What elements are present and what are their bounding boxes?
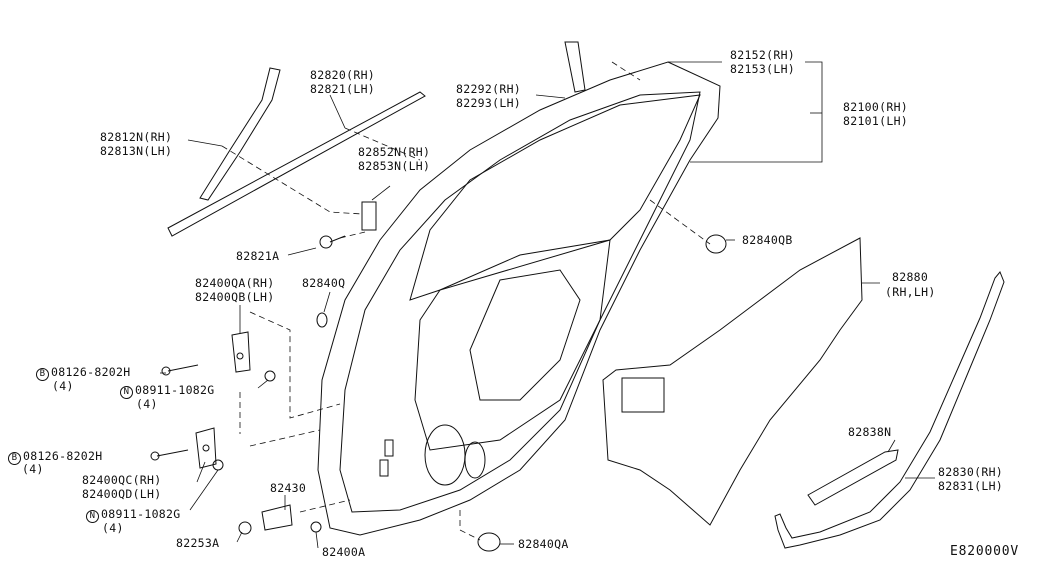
label-82812n: 82812N(RH)	[100, 130, 173, 144]
label-82852n: 82852N(RH)	[358, 145, 431, 159]
label-bolt-lower-qty: (4)	[22, 462, 44, 476]
label-82840qa: 82840QA	[518, 537, 569, 551]
diagram-reference-code: E820000V	[950, 544, 1020, 559]
label-82153: 82153(LH)	[730, 62, 796, 76]
nut-badge-n: N	[86, 510, 99, 523]
label-82430: 82430	[270, 481, 307, 495]
bolt-lower-part: 08126-8202H	[23, 449, 103, 463]
waterproof-sheet	[602, 237, 863, 526]
label-82293: 82293(LH)	[456, 96, 522, 110]
label-nut-lower-qty: (4)	[102, 521, 124, 535]
label-82400qb: 82400QB(LH)	[195, 290, 275, 304]
label-82821: 82821(LH)	[310, 82, 376, 96]
label-82820: 82820(RH)	[310, 68, 376, 82]
window-frame	[409, 94, 701, 301]
bolt-upper-part: 08126-8202H	[51, 365, 131, 379]
label-82838n: 82838N	[848, 425, 892, 439]
nut-badge-n: N	[120, 386, 133, 399]
bolt-badge-b: B	[8, 452, 21, 465]
bolt-badge-b: B	[36, 368, 49, 381]
label-82253a: 82253A	[176, 536, 220, 550]
label-nut-upper-qty: (4)	[136, 397, 158, 411]
nut-lower-part: 08911-1082G	[101, 507, 181, 521]
nut-upper-part: 08911-1082G	[135, 383, 215, 397]
label-82840q: 82840Q	[302, 276, 346, 290]
label-82101: 82101(LH)	[843, 114, 909, 128]
label-82400qd: 82400QD(LH)	[82, 487, 162, 501]
label-82830: 82830(RH)	[938, 465, 1004, 479]
label-82292: 82292(RH)	[456, 82, 522, 96]
label-82813n: 82813N(LH)	[100, 144, 173, 158]
label-82400qa: 82400QA(RH)	[195, 276, 275, 290]
label-82400a: 82400A	[322, 545, 366, 559]
door-outer-shell	[317, 61, 721, 536]
inner-panel	[414, 239, 611, 451]
weatherstrip	[774, 271, 1005, 549]
label-82821a: 82821A	[236, 249, 280, 263]
label-82400qc: 82400QC(RH)	[82, 473, 162, 487]
label-82152: 82152(RH)	[730, 48, 796, 62]
label-82831: 82831(LH)	[938, 479, 1004, 493]
label-82853n: 82853N(LH)	[358, 159, 431, 173]
label-82840qb: 82840QB	[742, 233, 793, 247]
label-82880: 82880	[892, 270, 929, 284]
door-inner-frame	[339, 91, 701, 513]
label-82880-sides: (RH,LH)	[885, 285, 936, 299]
label-82100: 82100(RH)	[843, 100, 909, 114]
label-bolt-upper-qty: (4)	[52, 379, 74, 393]
